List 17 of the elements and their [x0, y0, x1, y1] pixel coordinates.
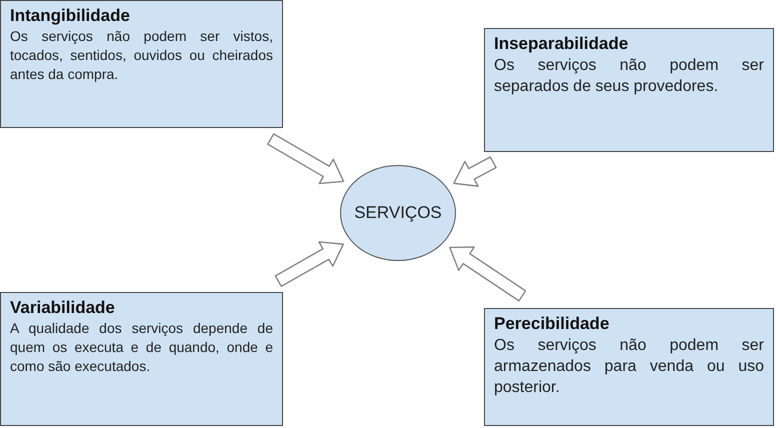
characteristic-box [0, 292, 283, 426]
box-heading: Perecibilidade [494, 313, 610, 335]
center-label: SERVIÇOS [354, 202, 442, 224]
box-heading: Variabilidade [10, 297, 116, 319]
characteristic-box [484, 308, 774, 426]
characteristic-box [484, 28, 774, 152]
hollow-arrow [267, 133, 344, 184]
box-description: A qualidade dos serviços depende de quem os executa e de quando, onde e como são executados. [10, 319, 273, 376]
characteristic-box [0, 0, 283, 128]
box-description: Os serviços não podem ser separados de seus provedores. [494, 56, 764, 97]
box-heading: Intangibilidade [10, 5, 131, 27]
box-heading: Inseparabilidade [494, 33, 630, 55]
box-description: Os serviços não podem ser vistos, tocados, sentidos, ouvidos ou cheirados antes da compra. [10, 27, 273, 84]
hollow-arrow [449, 246, 526, 302]
hollow-arrow [274, 241, 344, 287]
box-description: Os serviços não podem ser armazenados para venda ou uso posterior. [494, 336, 764, 398]
hollow-arrow [453, 156, 497, 187]
